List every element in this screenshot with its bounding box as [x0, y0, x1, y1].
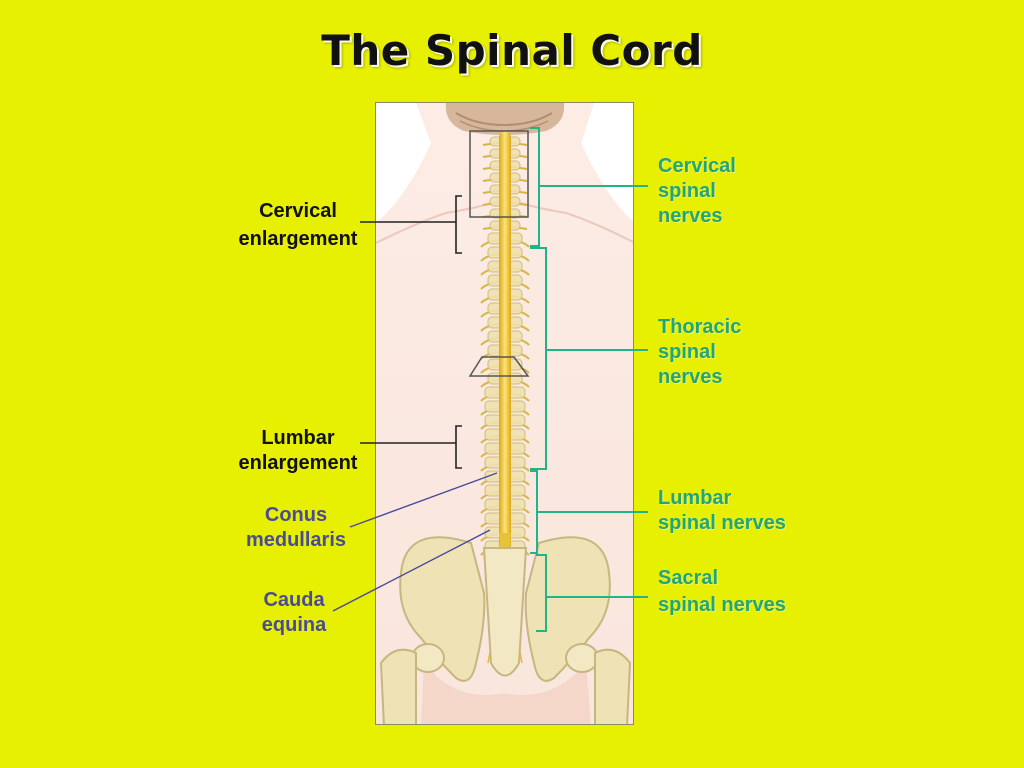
- label-cauda-equina: Cauda equina: [261, 589, 327, 636]
- label-lumbar-spinal-nerves: Lumbar spinal nerves: [658, 487, 786, 534]
- spinal-cord-illustration: [375, 102, 634, 725]
- page-title: The Spinal Cord: [321, 26, 703, 75]
- brain: [445, 103, 565, 135]
- label-cervical-enlargement: Cervical enlargement: [238, 200, 358, 250]
- spinal-cord: [499, 131, 511, 551]
- c1-highlight-box: [469, 130, 529, 218]
- label-thoracic-spinal-nerves: Thoracic spinal nerves: [658, 316, 742, 388]
- label-cervical-spinal-nerves: Cervical spinal nerves: [658, 155, 736, 227]
- t12-highlight-box: [468, 356, 530, 377]
- label-sacral-spinal-nerves: Sacral spinal nerves: [658, 567, 786, 616]
- label-conus-medullaris: Conus medullaris: [245, 504, 347, 551]
- label-lumbar-enlargement: Lumbar enlargement: [238, 427, 358, 474]
